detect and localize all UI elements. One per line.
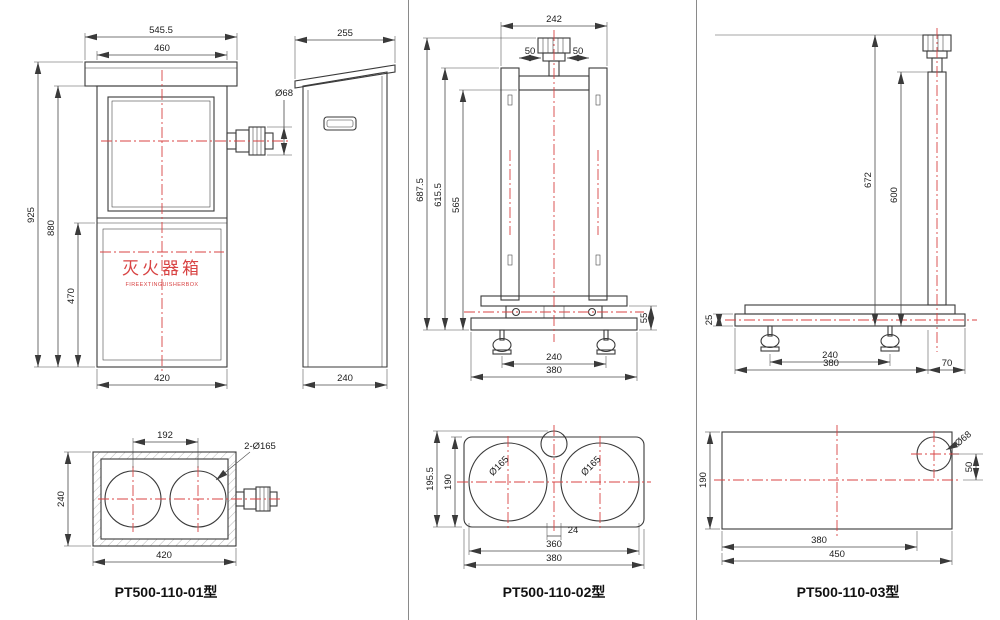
pole-front-view [715,28,977,352]
dim-label-cap-width: 545.5 [149,25,173,36]
dim-total-height: 925 [26,61,95,368]
dim-plan-height: 190 [443,436,462,527]
panel-2: 242 50 50 687.5 615.5 565 55 [415,14,657,600]
dim-lower-height: 470 [66,222,95,367]
dim-plan-span: 360 [468,523,640,555]
dim-base-width: 420 [96,369,228,389]
box-sublabel: FIREEXTINGUISHERBOX [126,282,199,288]
dim-door-width: 460 [96,43,228,60]
dim-inner-height: 565 [451,89,517,330]
dim-section-width: 420 [92,548,237,566]
dim-label-inner-height: 565 [451,197,462,213]
dim-base-height: 55 [629,305,657,331]
foot-left [492,329,512,355]
panel1-title: PT500-110-01型 [115,584,218,600]
dim-label-total-height: 687.5 [415,178,426,202]
dim-plan-width: 380 [463,529,645,569]
dim-label-offset-left: 50 [525,46,536,57]
dim-total-height: 672 [863,35,879,326]
foot-right [596,329,616,355]
dim-hole-spacing: 192 [132,430,199,468]
box-label: 灭火器箱 [122,259,202,278]
dim-side-top-depth: 255 [294,28,396,79]
dim-label-side-top-depth: 255 [337,28,353,39]
dim-label-base-width: 380 [823,358,839,369]
dim-plan-main-width: 380 [721,531,918,551]
dim-label-side-bottom-depth: 240 [337,373,353,384]
dim-label-hole-spacing: 192 [157,430,173,441]
dim-total-height: 687.5 [415,37,536,331]
dim-label-plan-main-width: 380 [811,535,827,546]
dim-gap: 24 [546,523,579,540]
panel-3: 672 600 25 240 380 70 [698,28,983,600]
dim-label-plan-outer-height: 195.5 [425,467,436,491]
dim-offset-right: 50 [567,46,589,62]
dim-cap-width: 545.5 [84,25,238,60]
dim-plate-thickness: 25 [704,313,733,327]
dim-plan-height: 190 [698,431,720,530]
dim-pole-offset: 50 [953,453,983,481]
dim-label-total-height: 925 [26,207,37,223]
dim-label-door-width: 460 [154,43,170,54]
stand-front-view [464,30,644,355]
panel-1: 545.5 460 925 880 470 420 [26,25,396,600]
dim-side-bottom-depth: 240 [302,369,388,389]
dim-label-section-depth: 240 [56,491,67,507]
dim-label-pole-offset: 50 [964,462,975,473]
dim-section-depth: 240 [56,451,91,547]
dim-label-base-width: 420 [154,373,170,384]
dim-offset-left: 50 [519,46,541,62]
foot-right [880,325,900,352]
dim-label-plan-width: 380 [546,553,562,564]
side-view [294,64,396,368]
dim-base-width: 380 70 [734,328,966,374]
dim-label-section-width: 420 [156,550,172,561]
dim-body-height: 880 [46,85,95,367]
pole-plan-view [714,425,961,537]
panel3-title: PT500-110-03型 [797,584,900,600]
dim-label-body-height: 880 [46,220,57,236]
dim-label-feet-spacing: 240 [822,350,838,361]
front-centerlines [100,70,290,372]
section-view [92,451,282,547]
side-handle [323,116,357,131]
dim-label-plate-thickness: 25 [704,315,715,326]
dim-top-width: 242 [500,14,608,66]
dim-plan-outer-height: 195.5 [425,430,548,528]
dim-label-plan-height: 190 [443,474,454,490]
dim-label-feet-spacing: 240 [546,352,562,363]
dim-label-post-height: 615.5 [433,183,444,207]
dim-label-pole-dia: Ø68 [953,429,974,449]
stand-plan-view [457,425,651,534]
dim-label-plan-height: 190 [698,472,709,488]
dim-pole-height: 600 [889,71,928,326]
dim-post-height: 615.5 [433,67,499,330]
dim-label-top-width: 242 [546,14,562,25]
dim-label-holes: 2-Ø165 [244,441,276,452]
panel-divider-1 [408,0,409,620]
dim-label-pole-height: 600 [889,187,900,203]
front-view [84,61,238,368]
dim-label-total-height: 672 [863,172,874,188]
dim-plan-total-width: 450 [721,531,953,565]
dim-label-base-width: 380 [546,365,562,376]
dim-feet-spacing: 240 [501,352,607,368]
dim-valve-dia: Ø68 [267,88,293,156]
dim-label-plan-span: 360 [546,539,562,550]
dim-label-valve-dia: Ø68 [275,88,293,99]
dim-feet-spacing: 240 [769,350,891,366]
dim-label-offset-right: 50 [573,46,584,57]
dim-holes-callout: 2-Ø165 [215,441,276,481]
panel2-title: PT500-110-02型 [503,584,606,600]
panel-divider-2 [696,0,697,620]
foot-left [760,325,780,352]
dim-label-lower-height: 470 [66,288,77,304]
dim-label-gap: 24 [568,525,579,536]
front-valve [226,126,274,156]
dim-label-base-height: 55 [639,313,650,324]
dim-label-plan-total-width: 450 [829,549,845,560]
dim-base-width: 380 [470,332,638,381]
dim-label-overhang: 70 [942,358,953,369]
